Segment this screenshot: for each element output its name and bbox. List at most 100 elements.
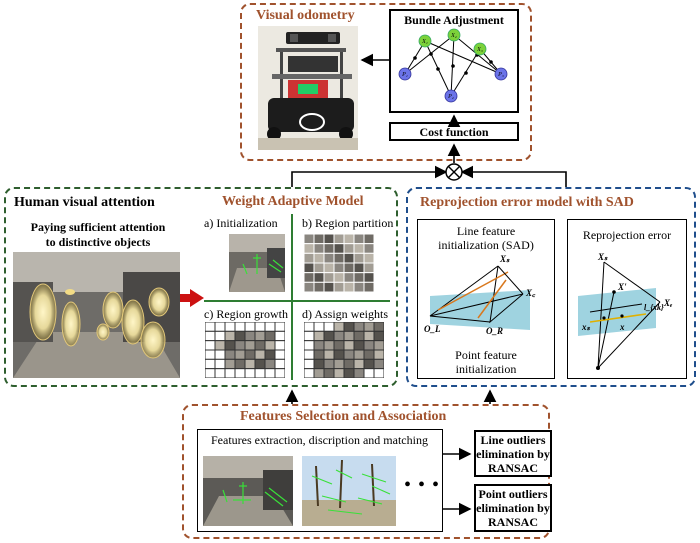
grid-cell: [373, 358, 385, 370]
grid-cell: [313, 262, 325, 274]
grid-cell: [343, 330, 355, 342]
grid-cell: [373, 368, 385, 379]
grid-cell: [274, 349, 286, 360]
node-p3-label: P₃: [497, 72, 504, 78]
node-p1-label: P₁: [401, 72, 408, 78]
grid-cell: [313, 349, 325, 360]
node-x1-label: X₁: [421, 39, 428, 45]
human-attention-group: [4, 187, 398, 387]
grid-cell: [363, 252, 374, 264]
grid-cell: [204, 321, 216, 332]
grid-cell: [333, 330, 345, 342]
grid-cell: [323, 262, 335, 274]
grid-cell: [244, 321, 256, 332]
point-feature-title-2: initialization: [455, 362, 517, 376]
grid-cell: [214, 368, 226, 379]
grid-cell: [214, 330, 226, 342]
grid-cell: [323, 340, 335, 351]
grid-cell: [313, 281, 325, 292]
grid-cell: [224, 358, 236, 370]
quadrant-divider-h: [204, 300, 390, 302]
grid-cell: [304, 281, 315, 292]
grid-cell: [254, 349, 266, 360]
panel-d-image: [303, 321, 385, 379]
panel-d-label: d) Assign weights: [302, 307, 389, 321]
grid-cell: [304, 252, 315, 264]
grid-cell: [333, 243, 345, 254]
grid-cell: [323, 321, 335, 332]
grid-cell: [363, 243, 374, 254]
node-x2: [447, 28, 461, 42]
grid-cell: [244, 330, 256, 342]
grid-cell: [353, 243, 365, 254]
reprojection-title: Reprojection error model with SAD: [420, 195, 634, 210]
reproj-x-label: x: [619, 322, 625, 332]
grid-cell: [224, 368, 236, 379]
grid-cell: [343, 358, 355, 370]
grid-cell: [214, 349, 226, 360]
grid-cell: [234, 340, 246, 351]
grid-cell: [353, 349, 365, 360]
grid-cell: [244, 368, 256, 379]
grid-cell: [313, 368, 325, 379]
grid-cell: [333, 368, 345, 379]
line-outliers-box: Line outliers elimination by RANSAC: [474, 430, 552, 477]
visual-odometry-title: Visual odometry: [256, 8, 355, 23]
grid-cell: [323, 281, 335, 292]
grid-cell: [224, 349, 236, 360]
grid-cell: [274, 321, 286, 332]
grid-cell: [353, 262, 365, 274]
grid-cell: [303, 330, 315, 342]
line-or-label: O_R: [486, 326, 503, 336]
grid-cell: [303, 358, 315, 370]
grid-cell: [204, 368, 216, 379]
grid-cell: [353, 272, 365, 283]
grid-cell: [264, 368, 276, 379]
grid-cell: [244, 340, 256, 351]
grid-cell: [343, 321, 355, 332]
grid-cell: [333, 349, 345, 360]
grid-cell: [333, 321, 345, 332]
panel-a-label: a) Initialization: [204, 216, 278, 230]
point-outliers-3: RANSAC: [487, 515, 538, 529]
grid-cell: [333, 234, 345, 245]
grid-cell: [353, 330, 365, 342]
grid-cell: [274, 330, 286, 342]
line-outliers-3: RANSAC: [487, 461, 538, 475]
reproj-xprime-label: X': [617, 282, 627, 292]
grid-cell: [224, 321, 236, 332]
reprojection-error-panel: Reprojection error Xₛ Xₑ X' xₛ x l_{xk}: [567, 219, 687, 379]
grid-cell: [323, 349, 335, 360]
grid-cell: [353, 281, 365, 292]
cost-function-box: Cost function: [389, 122, 519, 141]
grid-cell: [224, 330, 236, 342]
grid-cell: [333, 340, 345, 351]
bundle-graph: X₁ X₂ X₃ P₁ P₂ P₃: [398, 28, 508, 103]
grid-cell: [343, 234, 355, 245]
grid-cell: [264, 358, 276, 370]
grid-cell: [323, 252, 335, 264]
bundle-adjustment-title: Bundle Adjustment: [404, 13, 504, 27]
panel-a-image: [229, 234, 285, 292]
weight-model-title: Weight Adaptive Model: [222, 194, 364, 209]
grid-cell: [373, 349, 385, 360]
grid-cell: [343, 243, 355, 254]
grid-cell: [254, 330, 266, 342]
point-outliers-2: elimination by: [476, 501, 550, 515]
grid-cell: [313, 321, 325, 332]
grid-cell: [244, 358, 256, 370]
grid-cell: [373, 330, 385, 342]
grid-cell: [313, 252, 325, 264]
grid-cell: [204, 358, 216, 370]
grid-cell: [363, 272, 374, 283]
grid-cell: [264, 340, 276, 351]
grid-cell: [254, 321, 266, 332]
grid-cell: [323, 330, 335, 342]
attention-photo: [13, 252, 180, 378]
grid-cell: [333, 281, 345, 292]
grid-cell: [353, 368, 365, 379]
node-x3-label: X₃: [476, 47, 483, 53]
features-caption: Features extraction, discription and mat…: [211, 433, 428, 447]
point-outliers-1: Point outliers: [478, 487, 548, 501]
features-title: Features Selection and Association: [240, 409, 447, 424]
